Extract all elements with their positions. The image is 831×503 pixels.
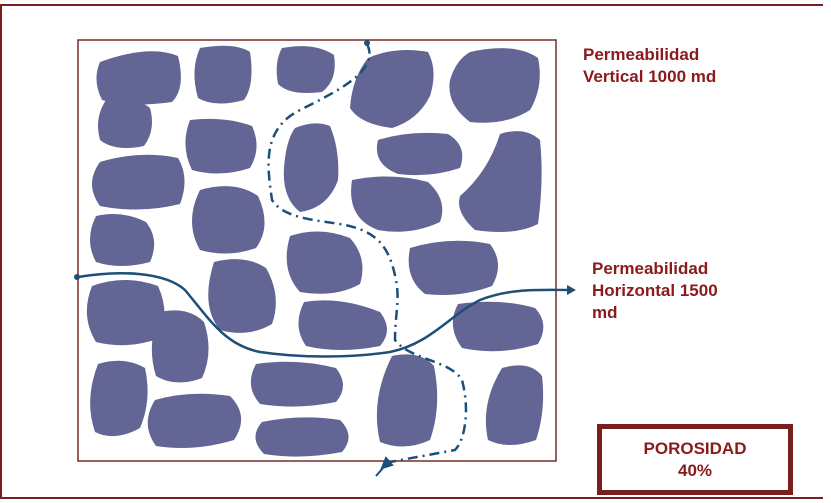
horizontal-permeability-line3: md xyxy=(592,302,718,324)
grain xyxy=(208,259,276,333)
grain xyxy=(98,99,152,148)
grain xyxy=(194,46,251,104)
grains xyxy=(87,46,543,457)
grain xyxy=(287,231,363,293)
grain xyxy=(251,362,343,407)
porosity-value: 40% xyxy=(602,460,788,482)
grain xyxy=(486,365,543,445)
vertical-flow-start-dot xyxy=(364,40,370,46)
grain xyxy=(377,133,462,175)
grain xyxy=(87,280,165,345)
porosity-box: POROSIDAD 40% xyxy=(597,424,793,495)
vertical-flow-arrow-shaft xyxy=(376,468,383,476)
grain xyxy=(185,119,256,174)
grain xyxy=(277,46,335,93)
grain xyxy=(148,394,241,448)
vertical-permeability-line2: Vertical 1000 md xyxy=(583,66,716,88)
grain xyxy=(90,361,147,436)
grain xyxy=(459,131,542,232)
grain xyxy=(298,300,387,350)
horizontal-flow-arrow-head xyxy=(567,285,576,295)
vertical-permeability-label: Permeabilidad Vertical 1000 md xyxy=(583,44,716,88)
vertical-permeability-line1: Permeabilidad xyxy=(583,44,716,66)
grain xyxy=(449,48,539,123)
grain xyxy=(284,123,339,212)
grain xyxy=(351,176,442,231)
grain xyxy=(92,155,185,210)
grain xyxy=(90,214,154,266)
grain xyxy=(350,50,434,128)
horizontal-flow-start-dot xyxy=(74,274,80,280)
horizontal-permeability-label: Permeabilidad Horizontal 1500 md xyxy=(592,258,718,324)
grain xyxy=(96,51,180,104)
grain xyxy=(255,417,348,456)
grain xyxy=(377,354,437,446)
grain xyxy=(192,186,265,253)
vertical-flow-arrow-head xyxy=(382,458,392,468)
horizontal-permeability-line1: Permeabilidad xyxy=(592,258,718,280)
grain xyxy=(409,241,498,295)
grain xyxy=(152,310,209,382)
porosity-title: POROSIDAD xyxy=(602,438,788,460)
horizontal-permeability-line2: Horizontal 1500 xyxy=(592,280,718,302)
